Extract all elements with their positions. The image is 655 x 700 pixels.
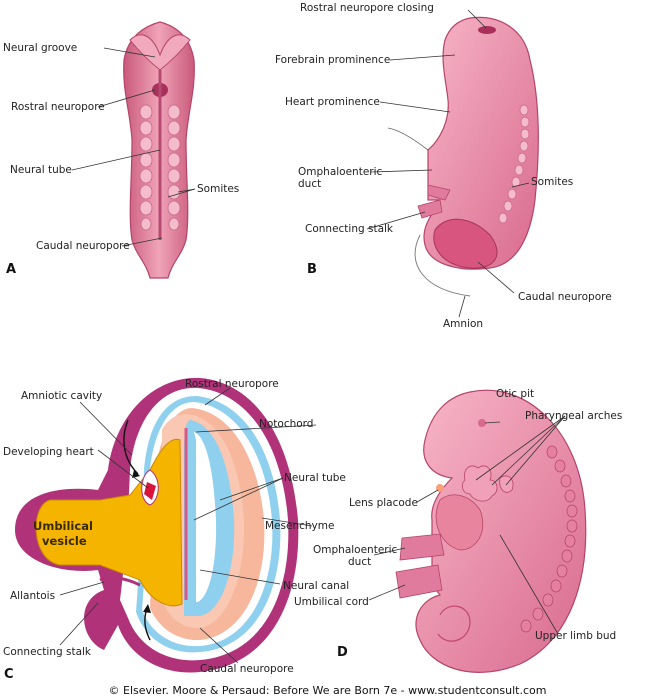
label-c-allantois: Allantois: [10, 590, 56, 602]
label-a-rostral-neuropore: Rostral neuropore: [11, 101, 105, 113]
panel-c-leader-lines: [59, 387, 317, 664]
label-c-developing-heart: Developing heart: [3, 446, 94, 458]
label-c-neural-canal: Neural canal: [283, 580, 350, 592]
embryo-b-drawing: [387, 16, 539, 297]
panel-letter-c: C: [4, 667, 14, 682]
label-a-neural-groove: Neural groove: [3, 42, 78, 54]
label-d-otic-pit: Otic pit: [496, 388, 535, 400]
label-d-pharyngeal-arches: Pharyngeal arches: [525, 410, 623, 422]
label-c-connecting-stalk: Connecting stalk: [3, 646, 92, 658]
label-d-omphaloenteric-duct-line1: Omphaloenteric: [313, 544, 398, 556]
label-c-amniotic-cavity: Amniotic cavity: [21, 390, 103, 402]
label-d-lens-placode: Lens placode: [349, 497, 418, 509]
label-b-heart-prominence: Heart prominence: [285, 96, 380, 108]
label-c-umbilical-vesicle-line1: Umbilical: [33, 519, 93, 533]
panel-a-leader-lines: [71, 47, 196, 247]
panel-b-leader-lines: [366, 9, 530, 318]
embryo-d-drawing: [395, 389, 587, 673]
panel-letter-d: D: [337, 645, 348, 660]
label-c-caudal-neuropore: Caudal neuropore: [200, 663, 294, 675]
label-c-rostral-neuropore: Rostral neuropore: [185, 378, 279, 390]
label-d-upper-limb-bud: Upper limb bud: [535, 630, 617, 642]
label-b-rostral-neuropore-closing: Rostral neuropore closing: [300, 2, 434, 14]
label-b-caudal-neuropore: Caudal neuropore: [518, 291, 612, 303]
label-b-amnion: Amnion: [443, 318, 484, 330]
label-b-somites: Somites: [531, 176, 574, 188]
label-c-umbilical-vesicle-line2: vesicle: [42, 534, 87, 548]
label-b-omphaloenteric-duct-line2: duct: [298, 178, 322, 190]
copyright-credit: © Elsevier. Moore & Persaud: Before We a…: [108, 684, 547, 697]
panel-d-leader-lines: [368, 415, 566, 635]
embryo-c-drawing: [15, 377, 299, 673]
label-c-mesenchyme: Mesenchyme: [265, 520, 335, 532]
label-d-umbilical-cord: Umbilical cord: [294, 596, 369, 608]
label-b-omphaloenteric-duct-line1: Omphaloenteric: [298, 166, 383, 178]
label-a-caudal-neuropore: Caudal neuropore: [36, 240, 130, 252]
label-a-somites: Somites: [197, 183, 240, 195]
label-b-connecting-stalk: Connecting stalk: [305, 223, 394, 235]
label-b-forebrain-prominence: Forebrain prominence: [275, 54, 391, 66]
label-d-omphaloenteric-duct-line2: duct: [348, 556, 372, 568]
panel-letter-b: B: [307, 262, 317, 277]
label-c-notochord: Notochord: [259, 418, 314, 430]
panel-letter-a: A: [6, 262, 17, 277]
label-c-neural-tube: Neural tube: [284, 472, 346, 484]
label-a-neural-tube: Neural tube: [10, 164, 72, 176]
